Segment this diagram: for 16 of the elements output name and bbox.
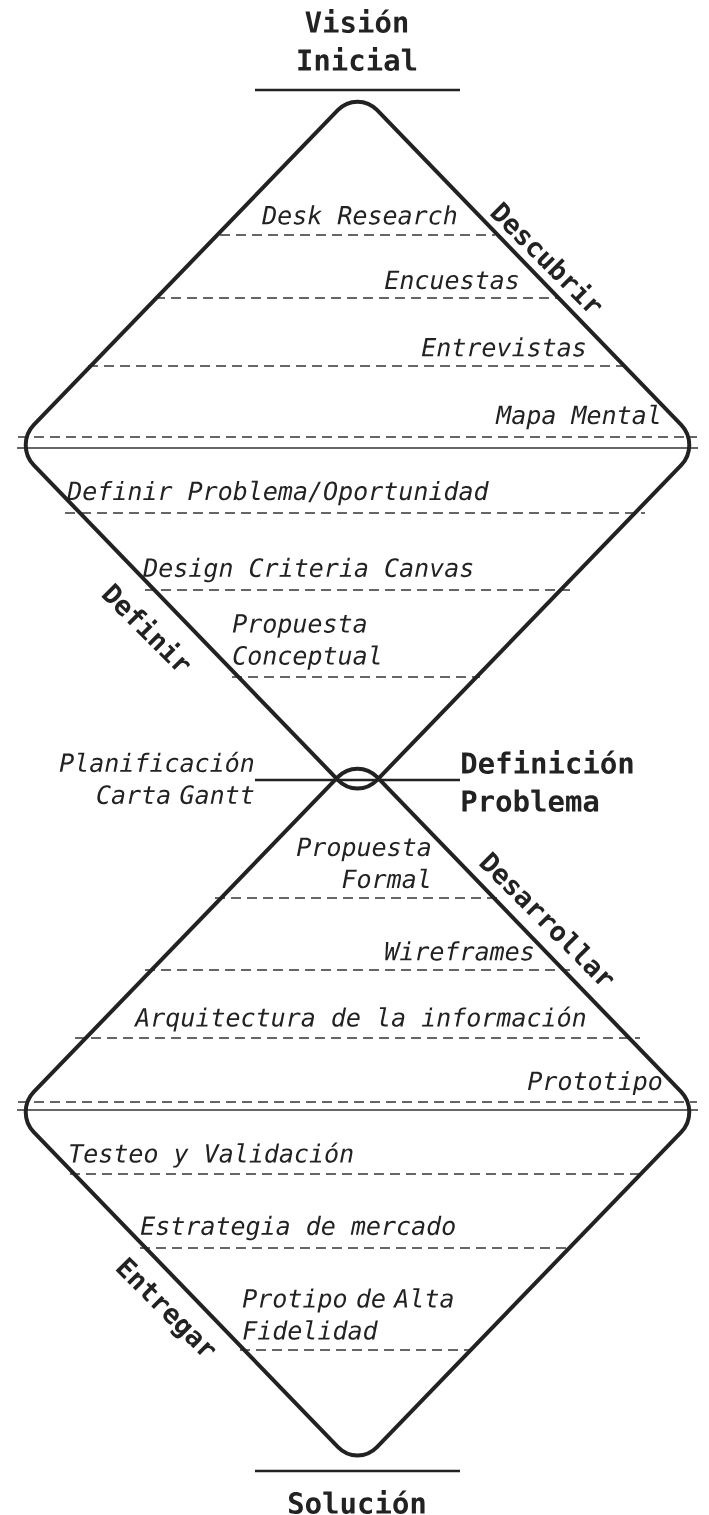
step-label: Design Criteria Canvas (143, 557, 473, 583)
step-label: Protipo de Alta Fidelidad (242, 1288, 453, 1340)
milestone-label: Definición Problema (462, 750, 633, 812)
milestone-label: Visión Inicial (298, 9, 417, 71)
step-label: Propuesta Formal (296, 837, 430, 889)
milestone-label: Solución (289, 1490, 425, 1514)
step-label: Definir Problema/Oportunidad (67, 480, 489, 506)
step-label: Desk Research (262, 205, 457, 225)
step-label: Mapa Mental (495, 404, 659, 430)
note-label: Planificación Carta Gantt (59, 751, 254, 805)
step-label: Testeo y Validación (70, 1142, 353, 1168)
step-label: Entrevistas (421, 337, 585, 357)
step-label: Propuesta Conceptual (232, 614, 380, 670)
step-label: Prototipo (527, 1070, 662, 1096)
step-label: Estrategia de mercado (140, 1215, 455, 1241)
step-label: Arquitectura de la información (133, 1006, 585, 1032)
